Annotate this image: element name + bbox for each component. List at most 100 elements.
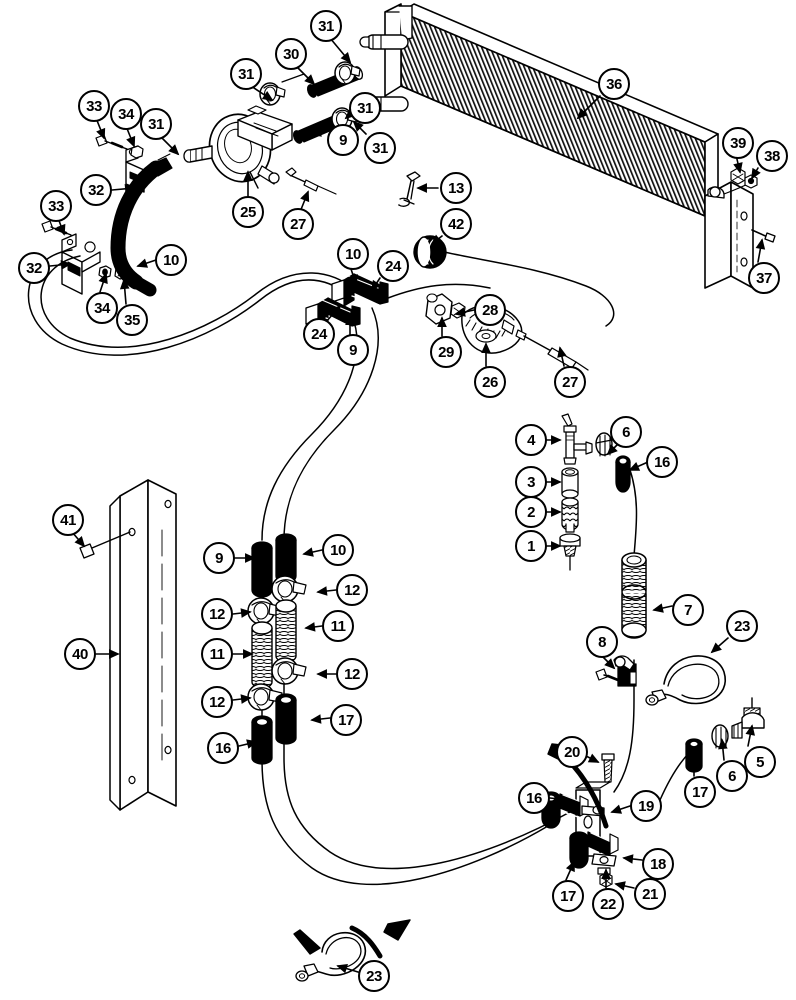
callout-number-27: 27 bbox=[554, 366, 586, 398]
callout-arrowhead bbox=[74, 536, 86, 548]
callout-arrowhead bbox=[565, 860, 575, 873]
callout-arrowhead bbox=[601, 868, 611, 879]
callout-number-16: 16 bbox=[518, 782, 550, 814]
callout-arrowhead bbox=[246, 739, 258, 749]
callout-number-12: 12 bbox=[336, 574, 368, 606]
callout-arrowhead bbox=[733, 162, 743, 174]
callout-number-23: 23 bbox=[726, 610, 758, 642]
callout-arrowhead bbox=[551, 507, 562, 517]
valve-stack bbox=[559, 413, 631, 571]
callout-arrowhead bbox=[755, 238, 766, 250]
callout-arrowhead bbox=[551, 477, 562, 487]
callout-arrowhead bbox=[330, 304, 342, 316]
callout-arrowhead bbox=[126, 135, 136, 148]
callout-number-31: 31 bbox=[349, 92, 381, 124]
callout-number-10: 10 bbox=[322, 534, 354, 566]
callout-number-16: 16 bbox=[207, 732, 239, 764]
callout-arrowhead bbox=[481, 342, 491, 353]
callout-number-25: 25 bbox=[232, 196, 264, 228]
callout-number-31: 31 bbox=[310, 10, 342, 42]
pin-27-top bbox=[285, 167, 337, 195]
callout-arrowhead bbox=[96, 127, 106, 140]
callout-arrowhead bbox=[352, 120, 364, 132]
coupler-24-lower bbox=[305, 297, 361, 329]
callout-number-32: 32 bbox=[18, 252, 50, 284]
callout-number-29: 29 bbox=[430, 336, 462, 368]
callout-number-38: 38 bbox=[756, 140, 788, 172]
hose-10-upper bbox=[110, 153, 173, 297]
callout-number-9: 9 bbox=[203, 542, 235, 574]
bracket-panel-40 bbox=[79, 479, 177, 811]
callout-arrowhead bbox=[437, 316, 447, 327]
callout-number-6: 6 bbox=[610, 416, 642, 448]
callout-arrowhead bbox=[119, 278, 130, 290]
callout-arrowhead bbox=[610, 804, 623, 814]
callout-arrowhead bbox=[370, 279, 381, 292]
hose-stack-right bbox=[271, 533, 307, 745]
callout-arrowhead bbox=[551, 541, 562, 551]
callout-number-31: 31 bbox=[364, 132, 396, 164]
callout-number-42: 42 bbox=[440, 208, 472, 240]
callout-arrowhead bbox=[304, 74, 316, 86]
callout-number-17: 17 bbox=[684, 776, 716, 808]
callout-arrowhead bbox=[622, 854, 634, 864]
callout-number-11: 11 bbox=[201, 638, 233, 670]
strap-23-right bbox=[645, 655, 727, 706]
strap-23-bottom bbox=[295, 931, 367, 982]
callout-arrowhead bbox=[56, 223, 66, 236]
callout-number-32: 32 bbox=[80, 174, 112, 206]
callout-number-28: 28 bbox=[474, 294, 506, 326]
callout-arrowhead bbox=[416, 183, 427, 193]
callout-arrowhead bbox=[300, 190, 310, 203]
callout-number-26: 26 bbox=[474, 366, 506, 398]
callout-number-7: 7 bbox=[672, 594, 704, 626]
callout-number-27: 27 bbox=[282, 208, 314, 240]
callout-number-39: 39 bbox=[722, 127, 754, 159]
callout-arrowhead bbox=[60, 260, 72, 270]
callout-arrowhead bbox=[168, 144, 180, 156]
callout-number-34: 34 bbox=[86, 292, 118, 324]
callout-number-13: 13 bbox=[440, 172, 472, 204]
callout-arrowhead bbox=[245, 553, 256, 563]
callout-arrowhead bbox=[551, 435, 562, 445]
callout-number-21: 21 bbox=[634, 878, 666, 910]
callout-number-5: 5 bbox=[744, 746, 776, 778]
callout-number-31: 31 bbox=[140, 108, 172, 140]
callout-number-20: 20 bbox=[556, 736, 588, 768]
callout-number-2: 2 bbox=[515, 496, 547, 528]
callout-number-8: 8 bbox=[586, 626, 618, 658]
callout-arrowhead bbox=[348, 273, 358, 286]
callout-number-37: 37 bbox=[748, 262, 780, 294]
callout-arrowhead bbox=[316, 669, 327, 679]
callout-arrowhead bbox=[718, 738, 728, 750]
callout-number-10: 10 bbox=[337, 238, 369, 270]
callout-arrowhead bbox=[587, 753, 600, 763]
callout-arrowhead bbox=[261, 91, 274, 102]
coupler-24-upper bbox=[331, 273, 389, 307]
callout-number-12: 12 bbox=[201, 598, 233, 630]
callout-arrowhead bbox=[136, 258, 149, 268]
callout-number-34: 34 bbox=[110, 98, 142, 130]
callout-number-10: 10 bbox=[155, 244, 187, 276]
callout-number-23: 23 bbox=[358, 960, 390, 992]
callout-number-1: 1 bbox=[515, 530, 547, 562]
callout-arrowhead bbox=[558, 794, 570, 804]
callout-arrowhead bbox=[430, 234, 443, 246]
valve-4 bbox=[561, 413, 593, 465]
callout-arrowhead bbox=[336, 963, 348, 974]
callout-arrowhead bbox=[243, 170, 253, 181]
hose-stack-left bbox=[247, 541, 283, 765]
callout-number-33: 33 bbox=[40, 190, 72, 222]
callout-arrowhead bbox=[98, 272, 108, 285]
callout-arrowhead bbox=[124, 184, 136, 194]
callout-number-9: 9 bbox=[337, 334, 369, 366]
callout-number-22: 22 bbox=[592, 888, 624, 920]
callout-number-17: 17 bbox=[330, 704, 362, 736]
callout-arrowhead bbox=[243, 649, 254, 659]
callout-arrowhead bbox=[614, 881, 626, 891]
callout-arrowhead bbox=[345, 314, 355, 325]
plug-1 bbox=[559, 533, 581, 571]
callout-arrowhead bbox=[310, 127, 322, 137]
callout-arrowhead bbox=[751, 167, 761, 180]
